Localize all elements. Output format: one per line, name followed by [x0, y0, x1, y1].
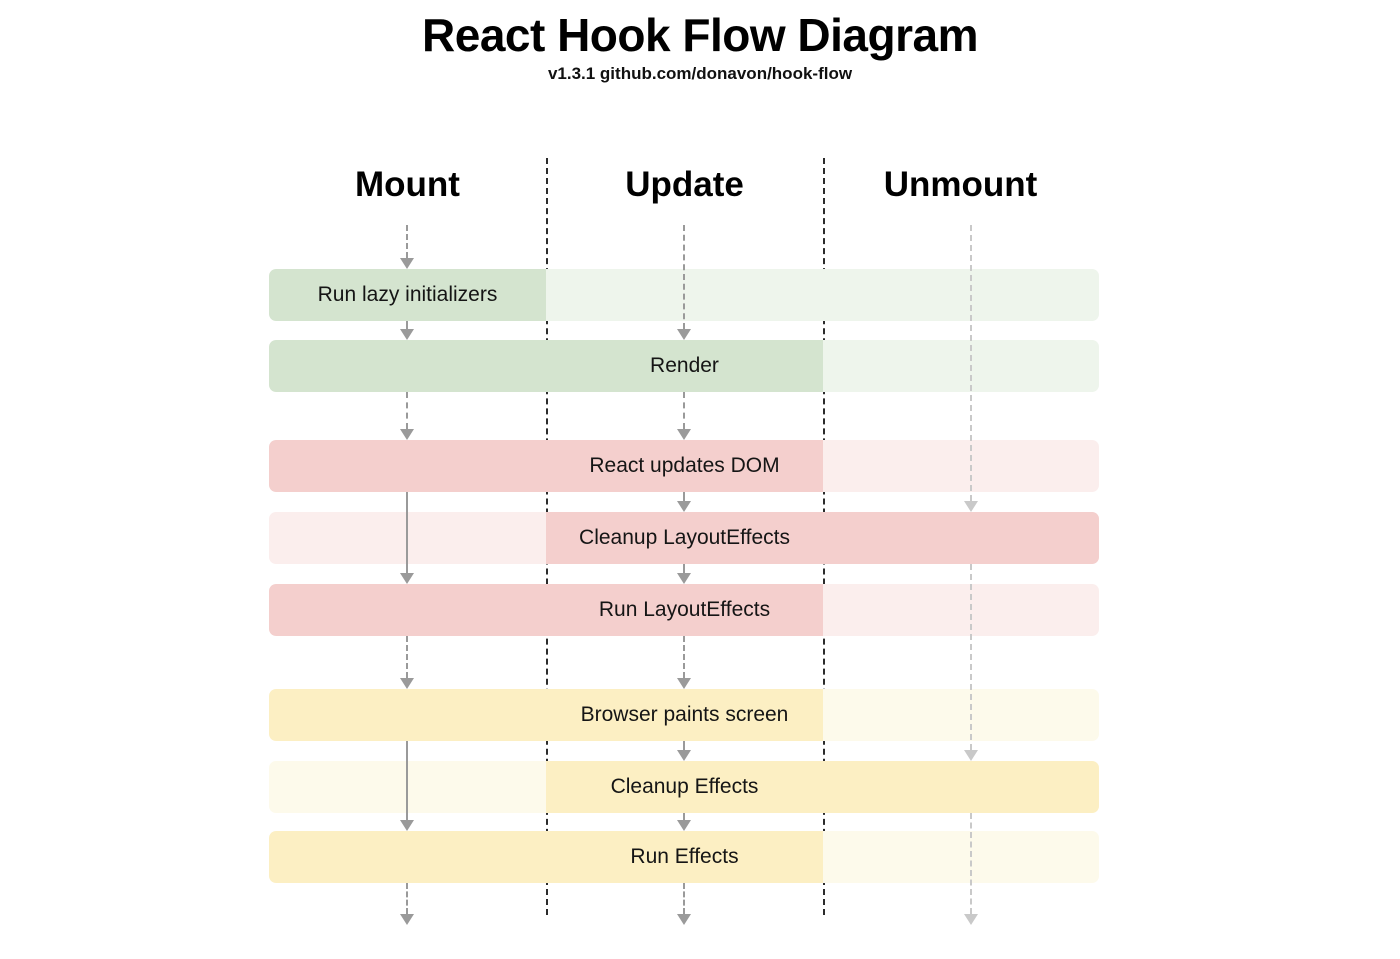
connector-mount-0: [406, 225, 408, 258]
flow-row-active-segment: [269, 440, 823, 492]
flow-row-label: Run Effects: [630, 845, 739, 868]
connector-mount-5: [406, 741, 408, 820]
arrowhead-update-11: [677, 678, 691, 689]
flow-row-run-effects: Run Effects: [269, 831, 1099, 883]
flow-row-active-segment: [269, 340, 823, 392]
flow-row-run-layouteffects: Run LayoutEffects: [269, 584, 1099, 636]
flow-row-label: Run lazy initializers: [317, 283, 498, 306]
connector-update-9: [683, 492, 685, 501]
column-header-update: Update: [625, 165, 744, 204]
arrowhead-mount-6: [400, 914, 414, 925]
flow-row-cleanup-effects: Cleanup Effects: [269, 761, 1099, 813]
arrowhead-mount-1: [400, 329, 414, 340]
arrowhead-mount-4: [400, 678, 414, 689]
connector-update-14: [683, 883, 685, 914]
arrowhead-update-12: [677, 750, 691, 761]
page-title: React Hook Flow Diagram: [422, 9, 978, 61]
flow-row-label: Run LayoutEffects: [598, 598, 771, 621]
arrowhead-update-7: [677, 329, 691, 340]
arrowhead-update-10: [677, 573, 691, 584]
connector-update-8: [683, 392, 685, 429]
flow-row-active-segment: [546, 512, 1099, 564]
flow-row-label: Cleanup Effects: [610, 775, 759, 798]
arrowhead-mount-2: [400, 429, 414, 440]
flow-row-browser-paints-screen: Browser paints screen: [269, 689, 1099, 741]
flow-row-react-updates-dom: React updates DOM: [269, 440, 1099, 492]
flow-row-label: Cleanup LayoutEffects: [579, 526, 790, 549]
column-header-unmount: Unmount: [883, 165, 1038, 204]
arrowhead-update-14: [677, 914, 691, 925]
connector-update-10: [683, 564, 685, 573]
connector-mount-4: [406, 636, 408, 678]
flow-row-label: Render: [650, 354, 719, 377]
flow-row-active-segment: [269, 269, 546, 321]
connector-update-13: [683, 813, 685, 820]
flow-row-label: React updates DOM: [589, 454, 780, 477]
connector-unmount-17: [970, 813, 972, 914]
flow-row-render: Render: [269, 340, 1099, 392]
arrowhead-mount-3: [400, 573, 414, 584]
connector-mount-1: [406, 321, 408, 329]
flow-row-active-segment: [546, 761, 1099, 813]
connector-unmount-16: [970, 564, 972, 750]
connector-unmount-15: [970, 225, 972, 501]
arrowhead-unmount-16: [964, 750, 978, 761]
connector-update-12: [683, 741, 685, 750]
arrowhead-mount-0: [400, 258, 414, 269]
connector-update-7: [683, 225, 685, 329]
flow-row-active-segment: [269, 584, 823, 636]
arrowhead-unmount-15: [964, 501, 978, 512]
flow-row-cleanup-layouteffects: Cleanup LayoutEffects: [269, 512, 1099, 564]
connector-mount-3: [406, 492, 408, 573]
arrowhead-unmount-17: [964, 914, 978, 925]
arrowhead-update-13: [677, 820, 691, 831]
connector-mount-2: [406, 392, 408, 429]
arrowhead-mount-5: [400, 820, 414, 831]
flow-row-label: Browser paints screen: [580, 703, 789, 726]
page-subtitle: v1.3.1 github.com/donavon/hook-flow: [547, 64, 853, 83]
flow-row-active-segment: [269, 831, 823, 883]
connector-update-11: [683, 636, 685, 678]
arrowhead-update-8: [677, 429, 691, 440]
column-header-mount: Mount: [355, 165, 460, 204]
arrowhead-update-9: [677, 501, 691, 512]
flow-row-active-segment: [269, 689, 823, 741]
connector-mount-6: [406, 883, 408, 914]
